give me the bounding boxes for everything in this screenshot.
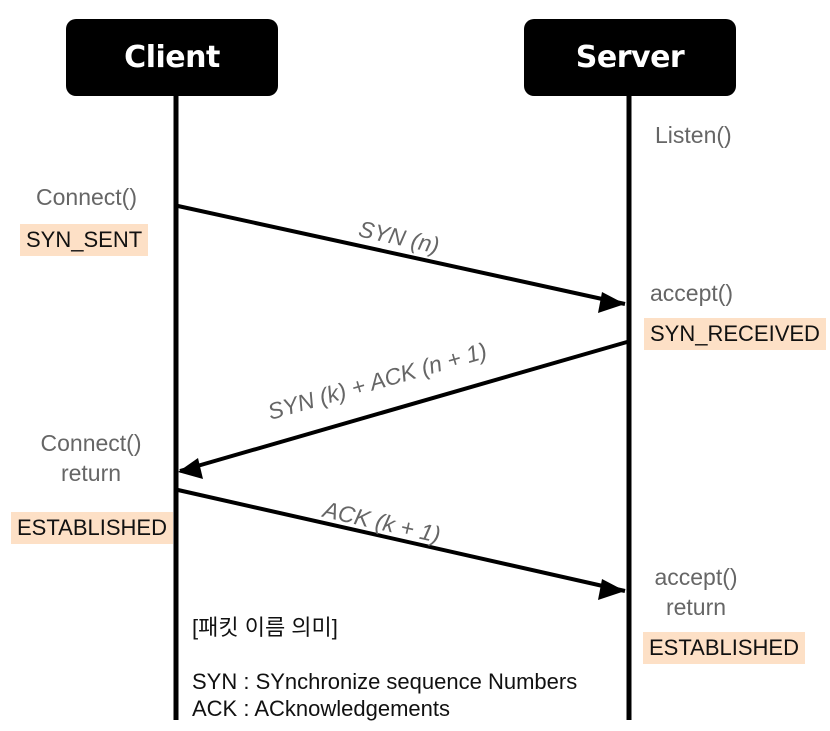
client-actor-label: Client	[124, 40, 220, 75]
syn-arrow	[177, 204, 626, 306]
client-connect-return-line1: Connect()	[40, 430, 142, 456]
server-state-syn-received: SYN_RECEIVED	[644, 318, 826, 350]
client-connect-return-line2: return	[60, 460, 122, 486]
server-actor-label: Server	[575, 40, 685, 75]
server-accept-return-line2: return	[665, 594, 727, 620]
legend-ack-definition: ACK : ACknowledgements	[192, 696, 451, 721]
syn-arrowhead	[598, 292, 625, 313]
client-connect-return: Connect() return	[36, 428, 146, 488]
syn-ack-arrow	[179, 340, 628, 473]
client-actor-box: Client	[66, 19, 278, 96]
syn-ack-arrowhead	[178, 458, 203, 479]
server-accept-call: accept()	[650, 280, 734, 306]
legend-syn-definition: SYN : SYnchronize sequence Numbers	[192, 669, 578, 694]
client-state-syn-sent: SYN_SENT	[20, 224, 149, 256]
server-accept-return-line1: accept()	[654, 564, 738, 590]
legend-title: [패킷 이름 의미]	[192, 615, 338, 640]
client-connect-call: Connect()	[36, 184, 137, 210]
client-state-established: ESTABLISHED	[11, 512, 173, 544]
server-accept-return: accept() return	[646, 562, 746, 622]
ack-arrowhead	[598, 579, 625, 600]
server-state-established: ESTABLISHED	[643, 632, 805, 664]
server-actor-box: Server	[524, 19, 736, 96]
server-listen-call: Listen()	[655, 122, 732, 148]
ack-arrow	[177, 488, 626, 593]
